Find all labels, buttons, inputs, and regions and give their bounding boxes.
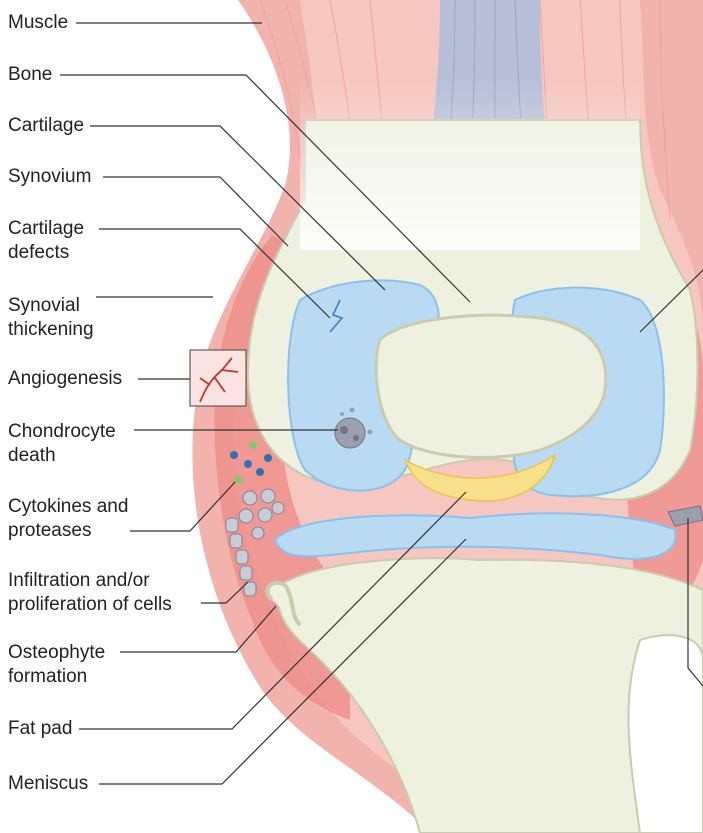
label-synovial-thickening: Synovial thickening (8, 294, 96, 342)
label-cartilage: Cartilage (8, 114, 86, 138)
label-muscle: Muscle (8, 11, 70, 35)
label-bone: Bone (8, 63, 54, 87)
label-synovium: Synovium (8, 165, 93, 189)
label-meniscus: Meniscus (8, 772, 90, 796)
label-cartilage-defects: Cartilage defects (8, 217, 86, 265)
patella (376, 315, 606, 457)
leader-synovium (103, 177, 288, 246)
label-angiogenesis: Angiogenesis (8, 367, 124, 391)
label-osteophyte-formation: Osteophyte formation (8, 641, 107, 689)
fibula (628, 635, 703, 833)
label-chondrocyte-death: Chondrocyte death (8, 420, 118, 468)
blood-vessel-icon (190, 350, 246, 406)
label-infiltration: Infiltration and/or proliferation of cel… (8, 569, 174, 617)
bone-fade (300, 80, 640, 250)
label-cytokines-proteases: Cytokines and proteases (8, 495, 130, 543)
label-fat-pad: Fat pad (8, 717, 74, 741)
